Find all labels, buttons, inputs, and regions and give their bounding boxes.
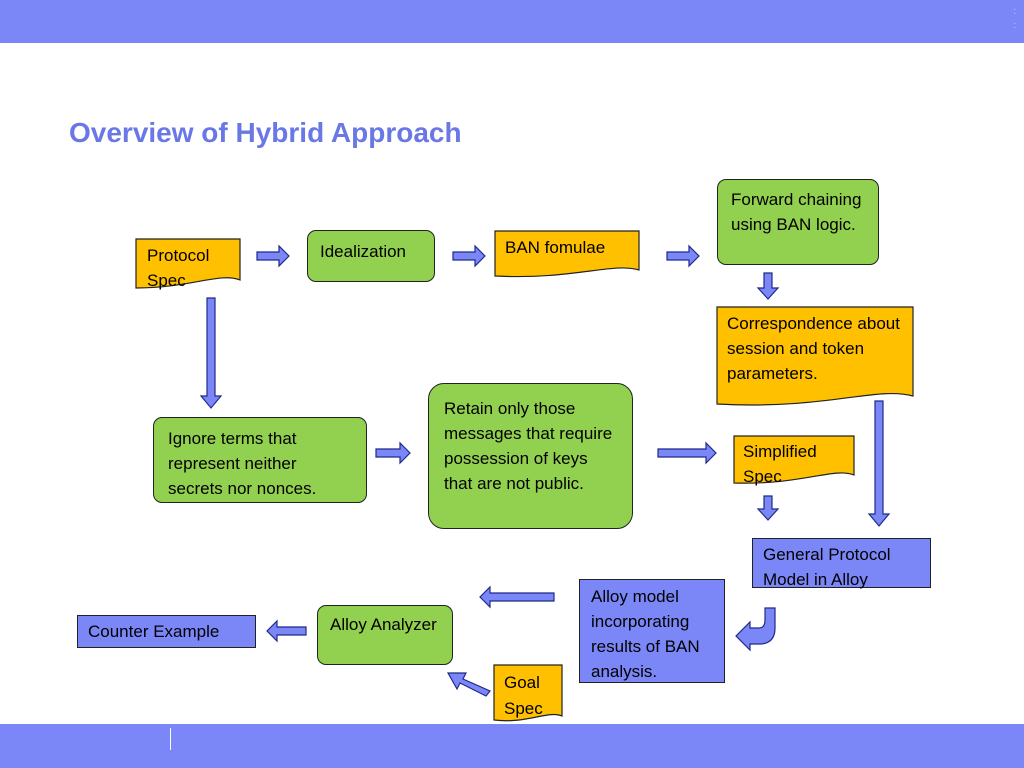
footer-bar — [0, 724, 1024, 768]
header-bar: ⁚⁚ — [0, 0, 1024, 43]
arrow-protocol-to-ignore — [199, 297, 223, 409]
correspondence-label: Correspondence about session and token p… — [727, 314, 900, 383]
protocol-spec-label: Protocol Spec — [147, 246, 210, 290]
general-protocol-model-box: General Protocol Model in Alloy — [752, 538, 931, 589]
arrow-ban-to-forward — [666, 244, 700, 268]
arrow-correspondence-to-general — [867, 400, 891, 527]
arrow-ignore-to-retain — [375, 441, 411, 465]
document-shape — [716, 306, 914, 406]
arrow-to-alloy-analyzer — [479, 585, 555, 609]
goal-spec-label: Goal Spec — [504, 673, 543, 718]
goal-spec-document: Goal Spec — [493, 664, 563, 724]
arrow-retain-to-simplified — [657, 441, 717, 465]
document-shape — [733, 435, 855, 484]
simplified-spec-label: Simplified Spec — [743, 442, 817, 486]
document-shape — [494, 230, 640, 278]
arrow-forward-to-correspondence — [756, 272, 780, 300]
arrow-goal-to-analyzer — [446, 672, 491, 697]
document-shape — [493, 664, 563, 722]
correspondence-document: Correspondence about session and token p… — [716, 306, 914, 410]
alloy-analyzer-box: Alloy Analyzer — [317, 605, 453, 665]
footer-divider — [170, 728, 171, 750]
header-decoration: ⁚⁚ — [1013, 9, 1016, 30]
ban-formulae-document: BAN fomulae — [494, 230, 640, 280]
forward-chaining-box: Forward chaining using BAN logic. — [717, 179, 879, 265]
ban-formulae-label: BAN fomulae — [505, 238, 606, 257]
counter-example-box: Counter Example — [77, 615, 256, 648]
arrow-simplified-to-general — [756, 495, 780, 521]
document-shape — [135, 238, 241, 289]
protocol-spec-document: Protocol Spec — [135, 238, 241, 290]
arrow-idealization-to-ban — [452, 244, 486, 268]
alloy-model-box: Alloy model incorporating results of BAN… — [579, 579, 725, 683]
idealization-box: Idealization — [307, 230, 435, 282]
simplified-spec-document: Simplified Spec — [733, 435, 855, 487]
arrow-general-to-alloy-model — [735, 607, 776, 652]
arrow-analyzer-to-counter — [266, 619, 307, 643]
slide-title: Overview of Hybrid Approach — [69, 117, 462, 148]
arrow-protocol-to-idealization — [256, 244, 290, 268]
ignore-terms-box: Ignore terms that represent neither secr… — [153, 417, 367, 503]
retain-messages-box: Retain only those messages that require … — [428, 383, 633, 529]
